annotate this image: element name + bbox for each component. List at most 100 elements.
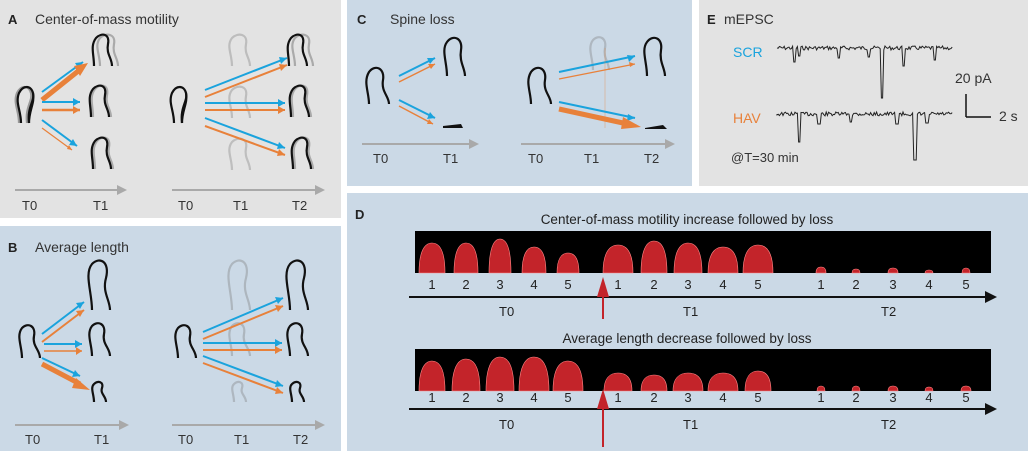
top-spine-image	[453, 242, 479, 274]
bottom-spine-image	[603, 372, 633, 392]
spine-c-t1-left	[443, 36, 467, 77]
spine-c-t0-right	[527, 66, 553, 105]
panel-c-right-arrows	[558, 48, 641, 129]
top-treatment-marker	[597, 277, 609, 319]
top-frame-number: 5	[754, 277, 761, 292]
bottom-spine-image	[418, 360, 446, 392]
panel-d-top-title: Center-of-mass motility increase followe…	[541, 212, 834, 227]
bottom-spine-image	[451, 358, 481, 392]
panel-b-right-axis-head	[315, 420, 325, 430]
scale-x-label: 2 s	[999, 108, 1018, 124]
panel-e-title: mEPSC	[724, 11, 774, 27]
top-group-t0: T0	[499, 304, 514, 319]
panel-c-left-arrows	[398, 57, 436, 125]
spine-t1-bot	[90, 136, 115, 170]
panel-a-letter: A	[8, 12, 18, 27]
bottom-frame-number: 4	[925, 390, 932, 405]
panel-c-right-axis-head	[665, 139, 675, 149]
spine-t2-mid	[288, 84, 313, 118]
bottom-spine-image	[640, 374, 668, 392]
bottom-frame-number: 4	[530, 390, 537, 405]
ghost-c-t1-spine	[589, 36, 611, 71]
top-time-axis-head	[985, 291, 997, 303]
panel-d: D Center-of-mass motility increase follo…	[347, 193, 1028, 451]
spine-t2-bot	[290, 136, 315, 170]
spine-b-t0-right	[174, 324, 198, 359]
bottom-spine-image	[552, 360, 584, 392]
top-spine-image	[521, 246, 547, 274]
panel-b-figure: B Average length	[8, 239, 325, 447]
scr-label: SCR	[733, 44, 763, 60]
panel-d-letter: D	[355, 207, 364, 222]
panel-a-left-t1: T1	[93, 198, 108, 213]
bottom-group-t1: T1	[683, 417, 698, 432]
bottom-frame-number: 3	[684, 390, 691, 405]
spine-c-t1-stub-left	[443, 124, 463, 128]
bottom-frame-number: 4	[719, 390, 726, 405]
top-spine-image	[602, 244, 634, 274]
spine-c-t0-left	[365, 66, 391, 105]
top-group-t2: T2	[881, 304, 896, 319]
top-frame-number: 5	[962, 277, 969, 292]
panel-d-figure: D Center-of-mass motility increase follo…	[355, 207, 997, 447]
bottom-group-t0: T0	[499, 417, 514, 432]
bottom-spine-image	[924, 386, 934, 392]
panel-c-right-t1: T1	[584, 151, 599, 166]
bottom-spine-image	[851, 385, 861, 392]
panel-c-letter: C	[357, 12, 367, 27]
panel-a-figure: A Center-of-mass motility	[8, 11, 325, 213]
bottom-frame-number: 2	[852, 390, 859, 405]
panel-b-left-t1: T1	[94, 432, 109, 447]
top-frame-number: 4	[925, 277, 932, 292]
panel-e: E mEPSC SCR HAV 20 pA 2 s @T=30 min	[699, 0, 1028, 186]
panel-b-left-axis-head	[119, 420, 129, 430]
panel-c-figure: C Spine loss	[357, 11, 675, 166]
panel-a-right-t0: T0	[178, 198, 193, 213]
panel-c-title: Spine loss	[390, 11, 455, 27]
bottom-spine-image	[518, 356, 550, 392]
bottom-frame-number: 5	[564, 390, 571, 405]
panel-e-letter: E	[707, 12, 716, 27]
spine-t2-top	[286, 33, 315, 67]
panel-b-right-t0: T0	[178, 432, 193, 447]
bottom-spine-image	[707, 372, 739, 392]
panel-b-right-arrows	[202, 297, 284, 394]
top-spine-image	[887, 267, 899, 274]
panel-c-right-t0: T0	[528, 151, 543, 166]
scr-trace	[776, 44, 953, 99]
panel-b-left-t0: T0	[25, 432, 40, 447]
bottom-frame-number: 3	[889, 390, 896, 405]
panel-a-right-axis-head	[315, 185, 325, 195]
top-frame-number: 2	[462, 277, 469, 292]
top-spine-image	[961, 267, 971, 274]
top-spine-image	[924, 269, 934, 274]
spine-t1-mid	[88, 84, 113, 118]
panel-a-right-arrows	[204, 57, 288, 156]
spine-b-t2-long	[285, 259, 310, 311]
bottom-frame-number: 3	[496, 390, 503, 405]
bottom-frame-number: 1	[614, 390, 621, 405]
top-frame-number: 1	[614, 277, 621, 292]
bottom-spine-image	[485, 356, 515, 392]
bottom-frame-number: 2	[462, 390, 469, 405]
top-frame-number: 4	[530, 277, 537, 292]
bottom-frame-number: 2	[650, 390, 657, 405]
panel-a-left-axis-head	[117, 185, 127, 195]
spine-b-t2-short	[289, 380, 306, 403]
panel-c: C Spine loss	[347, 0, 692, 186]
top-frame-number: 4	[719, 277, 726, 292]
bottom-treatment-marker	[597, 389, 609, 447]
bottom-spine-image	[960, 385, 972, 392]
ghost-b-t1-spines	[227, 259, 252, 403]
panel-a-left-arrows	[40, 61, 88, 151]
bottom-spine-image	[816, 385, 826, 392]
bottom-group-t2: T2	[881, 417, 896, 432]
bottom-frame-number: 1	[817, 390, 824, 405]
spine-c-t2-right	[643, 36, 667, 77]
panel-b-left-arrows	[40, 301, 90, 390]
panel-c-left-t1: T1	[443, 151, 458, 166]
top-spine-images	[418, 238, 971, 274]
top-frame-number: 3	[684, 277, 691, 292]
panel-c-left-axis-head	[469, 139, 479, 149]
time-note: @T=30 min	[731, 150, 799, 165]
